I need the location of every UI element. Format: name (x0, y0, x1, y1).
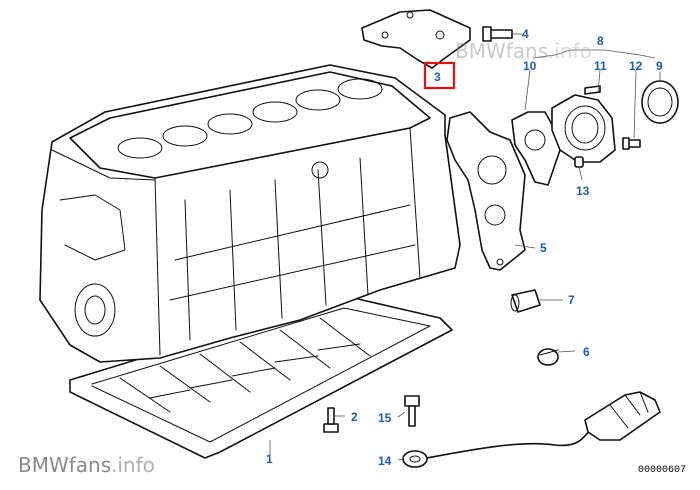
callout-6[interactable]: 6 (583, 345, 590, 359)
watermark-suffix-top: .info (548, 39, 592, 63)
gasket-5-illustration (446, 111, 526, 271)
callout-12[interactable]: 12 (629, 59, 643, 73)
watermark-bottom-left: BMWfans .info (18, 453, 155, 477)
bolt-15-illustration (404, 395, 420, 427)
bolt-12-illustration (622, 137, 641, 150)
callout-labels: 1 2 3 4 5 6 7 8 9 10 11 12 13 14 15 (266, 27, 663, 468)
callout-9[interactable]: 9 (656, 59, 663, 73)
gasket-10-illustration (511, 111, 561, 186)
callout-8[interactable]: 8 (597, 34, 604, 48)
knock-sensor-14-illustration (402, 391, 661, 468)
callout-11[interactable]: 11 (594, 59, 607, 73)
bolt-11-illustration (584, 85, 601, 95)
bolt-2-illustration (323, 407, 339, 433)
seal-carrier-11-illustration (551, 94, 616, 163)
callout-3[interactable]: 3 (434, 70, 441, 84)
callout-1[interactable]: 1 (266, 452, 273, 466)
callout-14[interactable]: 14 (378, 454, 392, 468)
callout-10[interactable]: 10 (523, 59, 537, 73)
bolt-4-illustration (482, 26, 513, 42)
watermark-brand-bottom: BMWfans (18, 453, 111, 477)
callout-13[interactable]: 13 (576, 184, 590, 198)
watermark-suffix-bottom: .info (111, 453, 155, 477)
leader-lines (269, 33, 661, 461)
watermark-brand-top: BMWfans (455, 39, 548, 63)
shaft-seal-9-illustration (641, 80, 679, 124)
highlight-box (423, 61, 456, 90)
plug-6-illustration (537, 348, 559, 366)
diagram-reference-number: 00000607 (638, 465, 686, 476)
plug-7-illustration (510, 289, 541, 313)
dowel-13-illustration (574, 156, 584, 168)
watermark-top-right: BMWfans .info (455, 39, 592, 63)
callout-5[interactable]: 5 (540, 241, 547, 255)
callout-4[interactable]: 4 (522, 27, 529, 41)
callout-15[interactable]: 15 (378, 411, 392, 425)
engine-block-illustration (39, 64, 461, 363)
bracket-illustration (361, 9, 471, 69)
callout-2[interactable]: 2 (351, 410, 358, 424)
callout-7[interactable]: 7 (568, 293, 575, 307)
oil-pan-illustration (69, 295, 453, 459)
